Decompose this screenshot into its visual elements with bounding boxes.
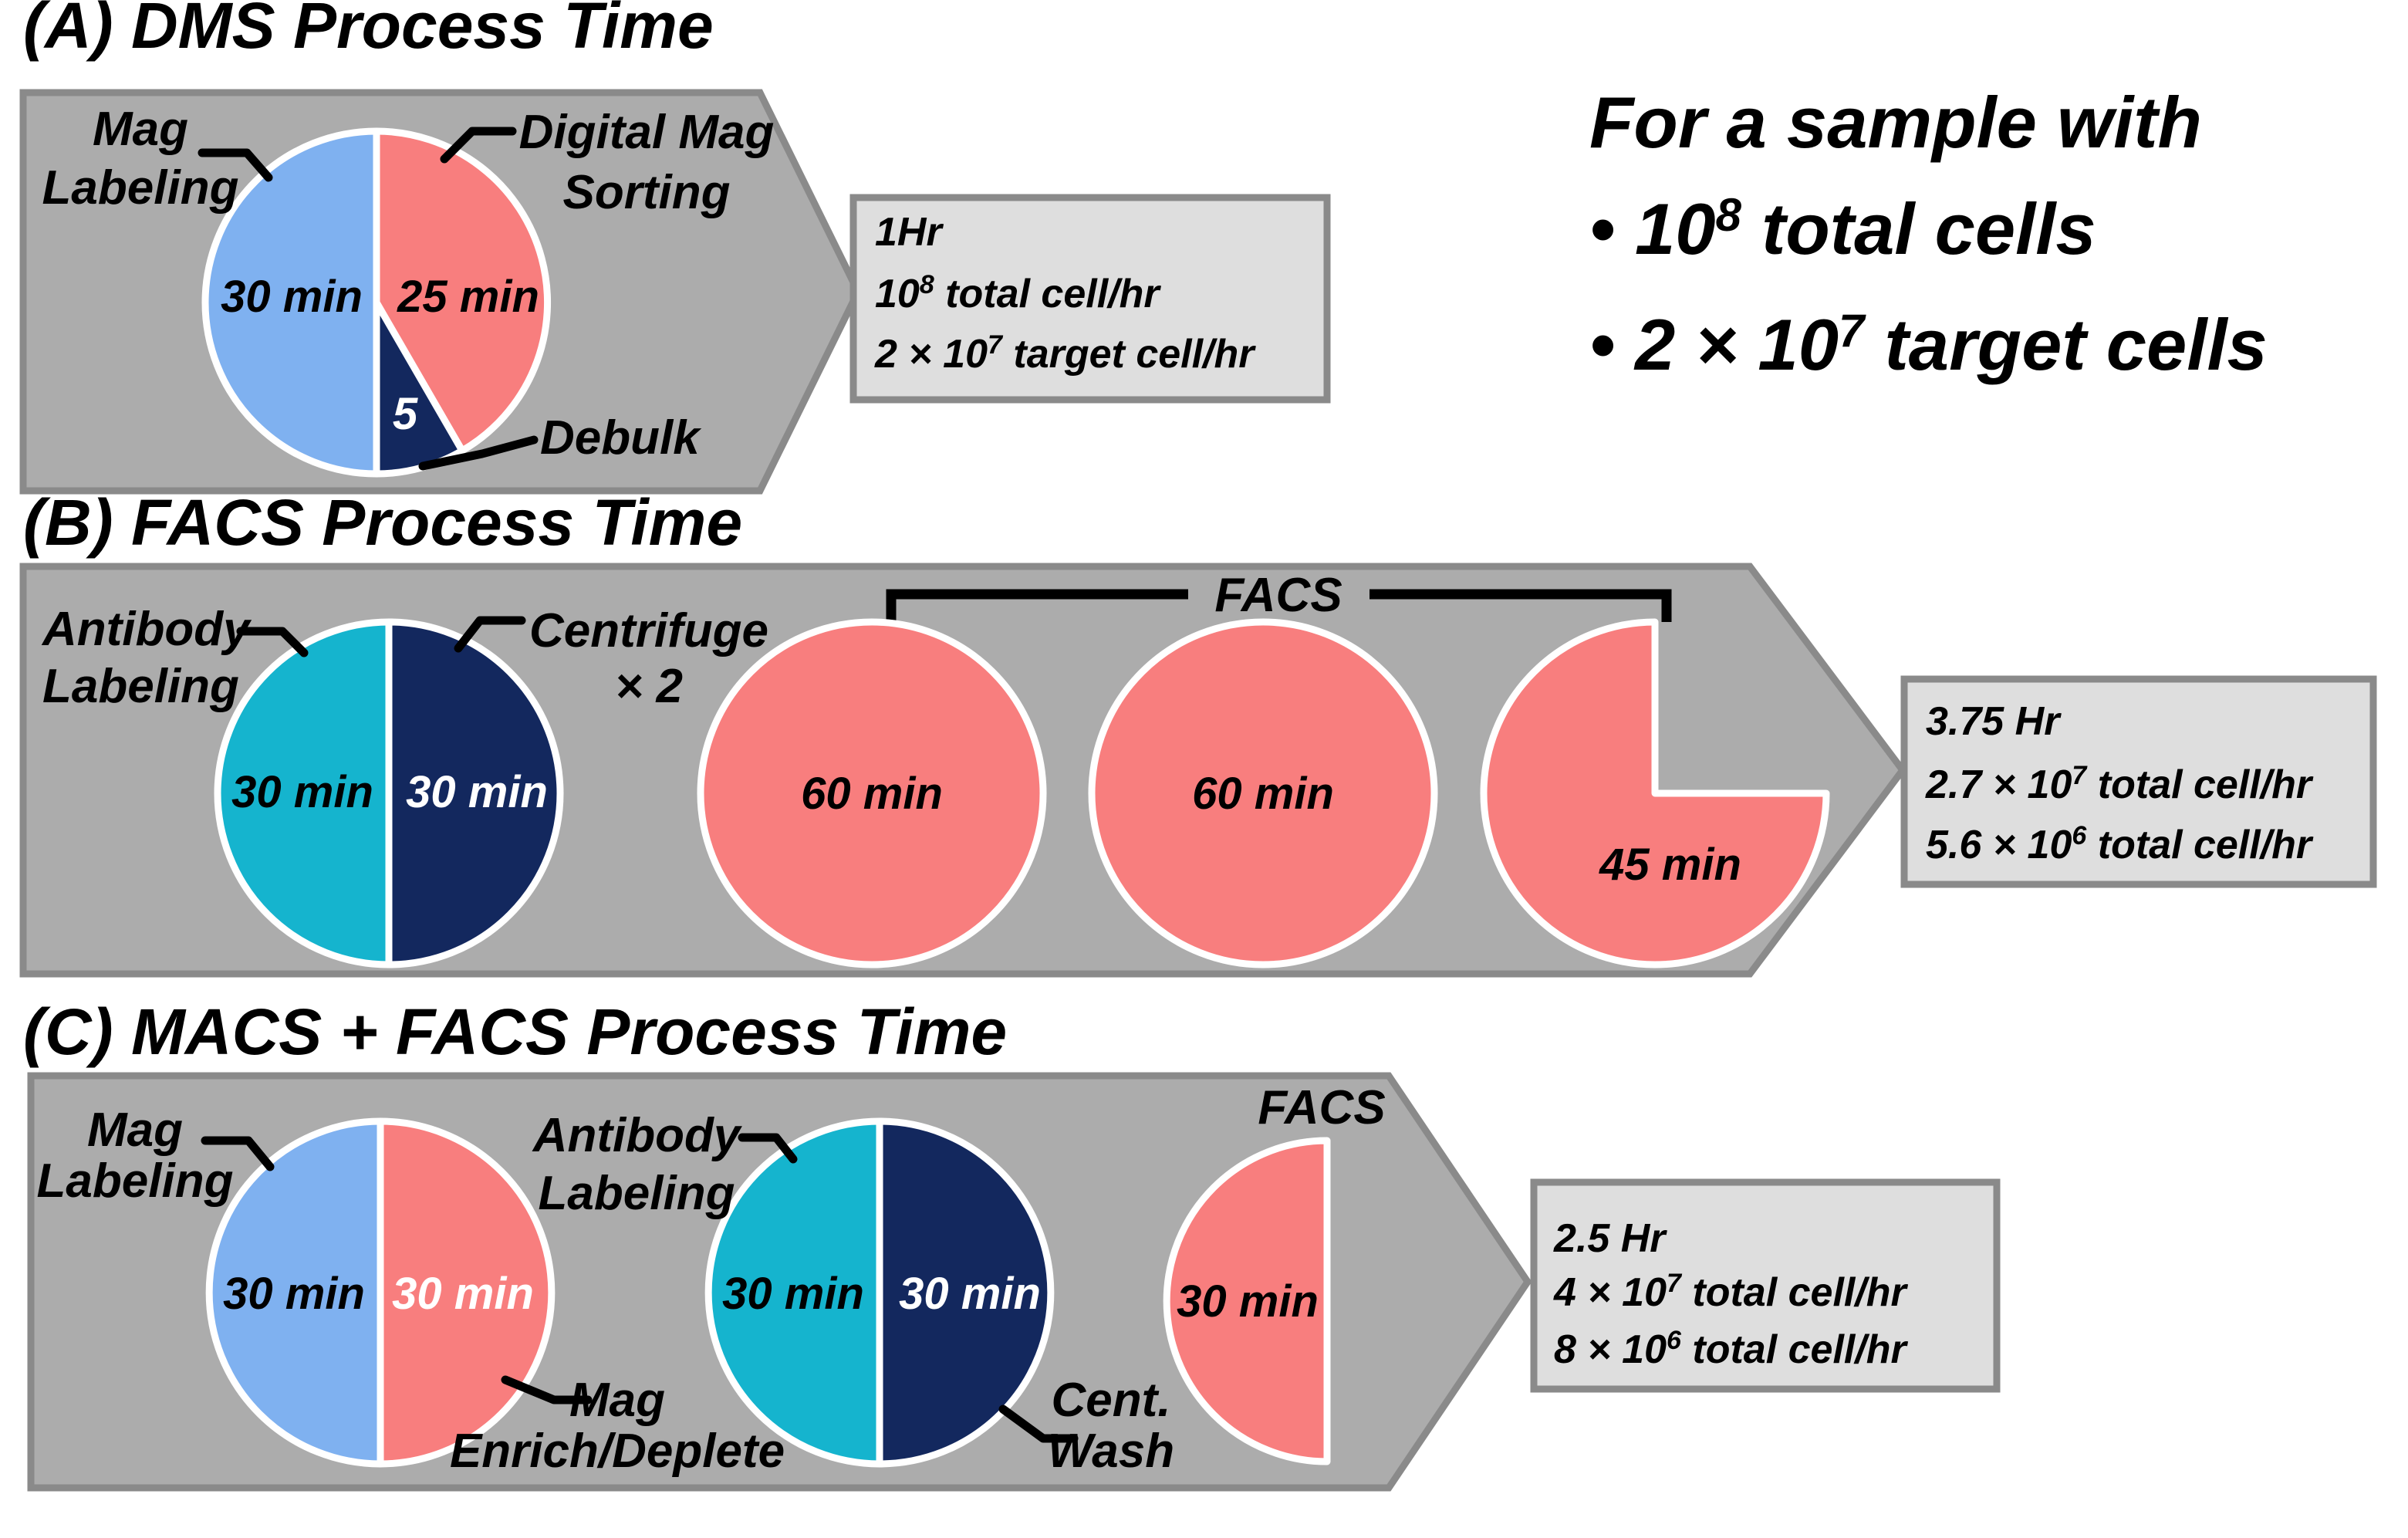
connector-centrifuge [454, 616, 526, 653]
panel-c-result-line2: 4 × 107 total cell/hr [1553, 1269, 1909, 1315]
facs-bracket-right [1369, 589, 1672, 622]
panel-a-result-line2: 108 total cell/hr [875, 270, 1161, 316]
panel-a: (A) DMS Process Time 30 min 25 min 5 Mag… [19, 0, 1331, 495]
callout-mag-c-line2: Labeling [37, 1154, 234, 1208]
pie-b-value-antibody: 30 min [231, 767, 373, 817]
facs-half-circle [1163, 1137, 1331, 1465]
connector-antibody-labeling-b [236, 627, 309, 657]
pie-a-value-digital-mag-sorting: 25 min [397, 272, 539, 322]
panel-c-result-box: 2.5 Hr 4 × 107 total cell/hr 8 × 106 tot… [1530, 1178, 2001, 1393]
pie-c1-slice-mag-labeling [205, 1117, 384, 1468]
callout-antibody-c-line1: Antibody [532, 1109, 743, 1162]
callout-mag-labeling-c: Mag Labeling [37, 1104, 234, 1208]
panel-b-result-line1: 3.75 Hr [1926, 699, 2062, 744]
panel-a-result-box: 1Hr 108 total cell/hr 2 × 107 target cel… [849, 194, 1331, 404]
facs-circle-2-value: 60 min [1192, 769, 1334, 819]
connector-cent-wash [998, 1404, 1079, 1443]
callout-antibody-b-line2: Labeling [42, 660, 239, 713]
connector-mag-labeling [198, 148, 273, 182]
callout-mag-labeling: Mag Labeling [42, 103, 239, 215]
sample-note-heading: For a sample with [1589, 82, 2202, 163]
callout-centrifuge-line1: Centrifuge [529, 604, 768, 657]
callout-mag-enrich-line2: Enrich/Deplete [450, 1425, 785, 1478]
pie-c1-value-mag-enrich: 30 min [392, 1269, 534, 1319]
callout-digital-mag-line2: Sorting [563, 166, 731, 219]
panel-b-result-line2: 2.7 × 107 total cell/hr [1925, 761, 2314, 807]
pie-b-slice-antibody-labeling [214, 618, 393, 968]
sample-note-bullet-target-cells: • 2 × 107 target cells [1589, 304, 2268, 385]
facs-circle-3-pacman [1480, 618, 1830, 968]
pie-c2-slice-cent-wash [876, 1117, 1055, 1468]
callout-digital-mag-sorting: Digital Mag Sorting [519, 106, 775, 219]
facs-half-value: 30 min [1177, 1276, 1319, 1327]
callout-cent-wash-line1: Cent. [1052, 1374, 1171, 1427]
pie-c2-slice-antibody-labeling [704, 1117, 883, 1468]
callout-antibody-labeling-b: Antibody Labeling [41, 603, 252, 713]
panel-b-pie: 30 min 30 min [214, 618, 564, 968]
panel-c-title: (C) MACS + FACS Process Time [23, 995, 1007, 1068]
panel-a-pie: 30 min 25 min 5 [201, 127, 552, 478]
facs-circle-1-value: 60 min [801, 769, 943, 819]
callout-antibody-labeling-c: Antibody Labeling [532, 1109, 743, 1220]
callout-mag-labeling-line2: Labeling [42, 161, 239, 215]
panel-a-result-line3: 2 × 107 target cell/hr [874, 330, 1256, 377]
callout-digital-mag-line1: Digital Mag [519, 106, 775, 159]
sample-note: For a sample with • 108 total cells • 2 … [1589, 82, 2268, 385]
callout-antibody-b-line1: Antibody [41, 603, 252, 656]
pie-b-value-centrifuge: 30 min [406, 767, 548, 817]
pie-c2-value-antibody: 30 min [722, 1269, 864, 1319]
facs-bracket-left [886, 589, 1188, 622]
panel-b-result-box: 3.75 Hr 2.7 × 107 total cell/hr 5.6 × 10… [1900, 675, 2377, 888]
callout-debulk: Debulk [540, 411, 702, 465]
pie-a-value-mag-labeling: 30 min [221, 272, 363, 322]
panel-c: (C) MACS + FACS Process Time 30 min 30 m… [23, 995, 2001, 1492]
facs-step-circle-1: 60 min [697, 618, 1047, 968]
panel-b-result-rect [1900, 675, 2377, 888]
pie-a-value-debulk: 5 [393, 389, 418, 439]
callout-mag-labeling-line1: Mag [93, 103, 188, 156]
callout-mag-c-line1: Mag [87, 1104, 183, 1157]
panel-c-pie1: 30 min 30 min [205, 1117, 556, 1468]
panel-b: (B) FACS Process Time FACS 30 min 30 min… [19, 486, 2377, 978]
connector-mag-enrich-deplete [501, 1375, 593, 1404]
callout-cent-wash: Cent. Wash [1048, 1374, 1174, 1478]
callout-cent-wash-line2: Wash [1048, 1425, 1174, 1478]
panel-c-facs-half: 30 min FACS [1163, 1081, 1386, 1465]
panel-c-result-line1: 2.5 Hr [1553, 1216, 1667, 1261]
facs-circle-1 [697, 618, 1047, 968]
pie-c2-value-cent-wash: 30 min [899, 1269, 1041, 1319]
facs-step-circle-2: 60 min [1088, 618, 1438, 968]
panel-b-title: (B) FACS Process Time [23, 486, 742, 559]
connector-digital-mag-sorting [440, 127, 517, 164]
callout-centrifuge: Centrifuge × 2 [529, 604, 768, 713]
panel-b-result-line3: 5.6 × 106 total cell/hr [1926, 821, 2314, 867]
callout-centrifuge-line2: × 2 [615, 660, 683, 713]
sample-note-bullet-total-cells: • 108 total cells [1589, 188, 2096, 269]
panel-c-result-line3: 8 × 106 total cell/hr [1554, 1326, 1909, 1372]
panel-c-pie2: 30 min 30 min [704, 1117, 1055, 1468]
callout-antibody-c-line2: Labeling [539, 1167, 735, 1220]
facs-circle-2 [1088, 618, 1438, 968]
facs-half-label: FACS [1258, 1081, 1385, 1134]
panel-a-result-rect [849, 194, 1331, 404]
pie-c1-value-mag-labeling: 30 min [223, 1269, 365, 1319]
callout-mag-enrich-deplete: Mag Enrich/Deplete [450, 1374, 785, 1478]
connector-antibody-labeling-c [738, 1133, 798, 1164]
connector-debulk [418, 435, 539, 471]
facs-circle-3-value: 45 min [1599, 840, 1741, 890]
callout-mag-enrich-line1: Mag [569, 1374, 665, 1427]
panel-a-title: (A) DMS Process Time [23, 0, 714, 62]
panel-a-result-line1: 1Hr [875, 210, 944, 255]
pie-a-slice-mag-labeling [201, 127, 380, 478]
connector-mag-labeling-c [201, 1136, 275, 1171]
panel-c-result-rect [1530, 1178, 2001, 1393]
facs-bracket-label: FACS [1214, 569, 1342, 622]
facs-step-circle-3: 45 min [1480, 618, 1830, 968]
